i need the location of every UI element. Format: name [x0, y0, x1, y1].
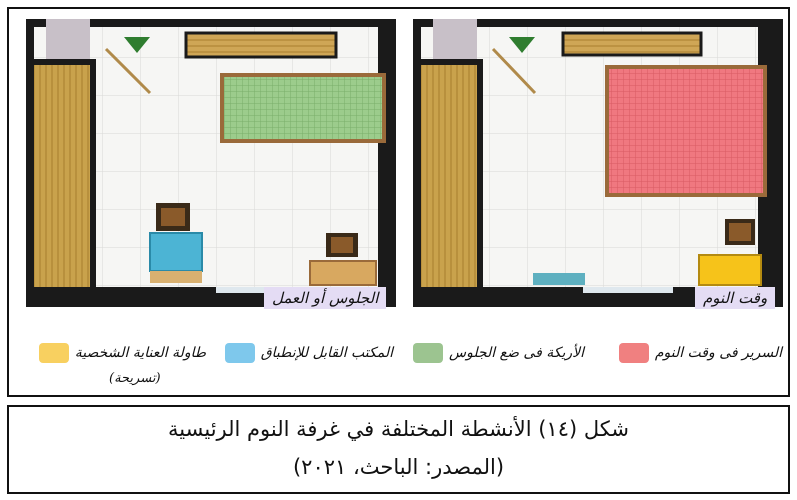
legend-item-bed: السرير فى وقت النوم [618, 341, 782, 365]
caption-title: شكل (١٤) الأنشطة المختلفة في غرفة النوم … [168, 417, 629, 441]
plan-label-work: الجلوس أو العمل [264, 287, 387, 309]
plan-label-sleep: وقت النوم [695, 287, 776, 309]
legend-swatch-bed [618, 343, 649, 363]
legend-label-sofa: الأريكة فى ضع الجلوس [449, 345, 584, 361]
legend-label-desk: المكتب القابل للإنطباق [260, 345, 393, 361]
legend-swatch-vanity [38, 343, 69, 363]
legend-item-sofa: الأريكة فى ضع الجلوس [413, 341, 584, 365]
legend-item-vanity: طاولة العناية الشخصية [38, 341, 206, 365]
legend-sublabel-vanity: (تسريحة) [109, 371, 161, 386]
legend-item-desk: المكتب القابل للإنطباق [224, 341, 393, 365]
figure-caption: شكل (١٤) الأنشطة المختلفة في غرفة النوم … [7, 405, 790, 494]
floor-plan-work [26, 19, 396, 307]
floor-plan-sleep [413, 19, 783, 307]
legend-label-bed: السرير فى وقت النوم [654, 345, 782, 361]
legend-label-vanity: طاولة العناية الشخصية [74, 345, 206, 361]
legend-swatch-sofa [413, 343, 444, 363]
caption-source: (المصدر: الباحث، ٢٠٢١) [292, 455, 505, 479]
figure-frame: وقت النوم [7, 7, 790, 397]
legend-swatch-desk [224, 343, 255, 363]
floor-plan-work-drawing [26, 19, 396, 307]
floor-plan-sleep-drawing [413, 19, 783, 307]
